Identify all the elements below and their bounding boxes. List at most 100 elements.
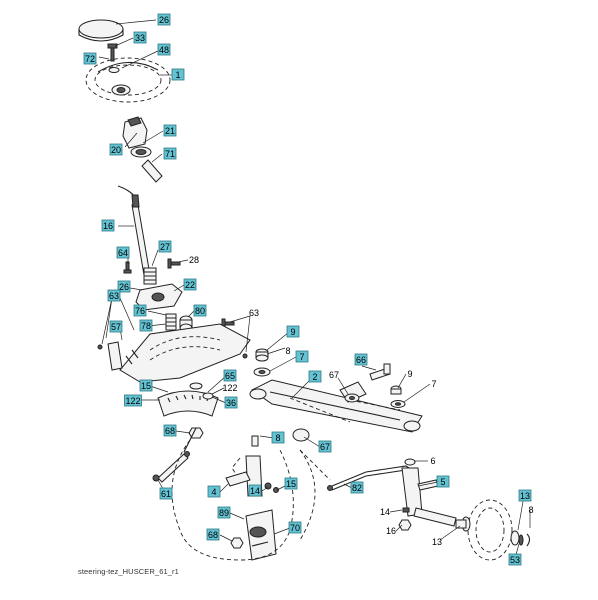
callout-63: 63 [107, 289, 121, 302]
callout-2: 2 [308, 370, 322, 383]
callout-box [284, 477, 298, 490]
callout-number: 7 [299, 352, 304, 362]
callout-14: 14 [248, 484, 262, 497]
callout-68: 68 [206, 528, 220, 541]
callout-number: 6 [430, 456, 435, 466]
callout-number: 33 [135, 33, 145, 43]
callout-box [133, 304, 147, 317]
callout-number: 13 [432, 537, 442, 547]
callout-box [101, 219, 115, 232]
callout-72: 72 [83, 52, 97, 65]
callout-number: 122 [222, 383, 237, 393]
callout-8: 8 [285, 346, 290, 356]
callout-71: 71 [163, 147, 177, 160]
callout-box [295, 350, 309, 363]
callout-number: 15 [141, 381, 151, 391]
front-wheel [455, 499, 531, 561]
callout-box [286, 325, 300, 338]
callout-box [163, 147, 177, 160]
callout-box [217, 506, 231, 519]
callout-box [271, 431, 285, 444]
callout-box [139, 319, 153, 332]
callout-box [308, 370, 322, 383]
callout-number: 27 [160, 242, 170, 252]
callout-7: 7 [431, 379, 436, 389]
callout-box [207, 485, 221, 498]
callout-box [183, 278, 197, 291]
callout-15: 15 [284, 477, 298, 490]
callout-number: 14 [250, 486, 260, 496]
diagram-caption: steering-tez_HUSCER_61_r1 [78, 567, 179, 576]
callout-number: 53 [510, 555, 520, 565]
callout-76: 76 [133, 304, 147, 317]
callout-box [109, 143, 123, 156]
bolt-28 [167, 258, 181, 269]
callout-box [318, 440, 332, 453]
steering-sector [157, 382, 219, 417]
callout-67: 67 [318, 440, 332, 453]
gear-pinion-small [165, 313, 177, 331]
callout-number: 63 [249, 308, 259, 318]
callout-number: 82 [352, 483, 362, 493]
callout-number: 14 [380, 507, 390, 517]
callout-28: 28 [189, 255, 199, 265]
callout-box [159, 487, 173, 500]
callout-number: 64 [118, 248, 128, 258]
callout-number: 21 [165, 126, 175, 136]
tie-rod [327, 465, 413, 491]
callout-box [223, 369, 237, 382]
callout-22: 22 [183, 278, 197, 291]
spacer-9-right [390, 385, 402, 395]
callout-20: 20 [109, 143, 123, 156]
callout-122: 122 [124, 394, 142, 407]
callout-box [107, 289, 121, 302]
callout-box [157, 43, 171, 56]
callout-66: 66 [354, 353, 368, 366]
callout-33: 33 [133, 31, 147, 44]
callout-number: 15 [286, 479, 296, 489]
callout-box [224, 396, 238, 409]
pinion-bracket [135, 283, 183, 311]
front-axle [249, 379, 423, 433]
callout-box [518, 489, 532, 502]
callout-82: 82 [350, 481, 364, 494]
callout-box [124, 394, 142, 407]
callout-box [350, 481, 364, 494]
callout-number: 9 [407, 369, 412, 379]
callout-1: 1 [171, 68, 185, 81]
callout-number: 70 [290, 523, 300, 533]
callout-number: 80 [195, 306, 205, 316]
callout-57: 57 [109, 320, 123, 333]
steering-wheel [85, 57, 171, 103]
callout-number: 20 [111, 145, 121, 155]
callout-number: 67 [320, 442, 330, 452]
callout-number: 8 [528, 505, 533, 515]
pinion-gear [143, 267, 157, 285]
callout-70: 70 [288, 521, 302, 534]
callout-box [157, 13, 171, 26]
callout-number: 8 [285, 346, 290, 356]
callout-122: 122 [222, 383, 237, 393]
wheel-bolt [107, 43, 118, 62]
callout-number: 76 [135, 306, 145, 316]
callout-number: 26 [119, 282, 129, 292]
callout-6: 6 [430, 456, 435, 466]
callout-number: 72 [85, 54, 95, 64]
callout-4: 4 [207, 485, 221, 498]
callout-9: 9 [407, 369, 412, 379]
callout-box [116, 246, 130, 259]
callout-box [109, 320, 123, 333]
callout-27: 27 [158, 240, 172, 253]
callout-13: 13 [518, 489, 532, 502]
callout-number: 5 [440, 477, 445, 487]
callout-number: 16 [103, 221, 113, 231]
callout-box [158, 240, 172, 253]
callout-number: 8 [275, 433, 280, 443]
callout-number: 63 [109, 291, 119, 301]
callout-box [163, 124, 177, 137]
callout-box [193, 304, 207, 317]
callout-number: 57 [111, 322, 121, 332]
callout-14: 14 [380, 507, 390, 517]
